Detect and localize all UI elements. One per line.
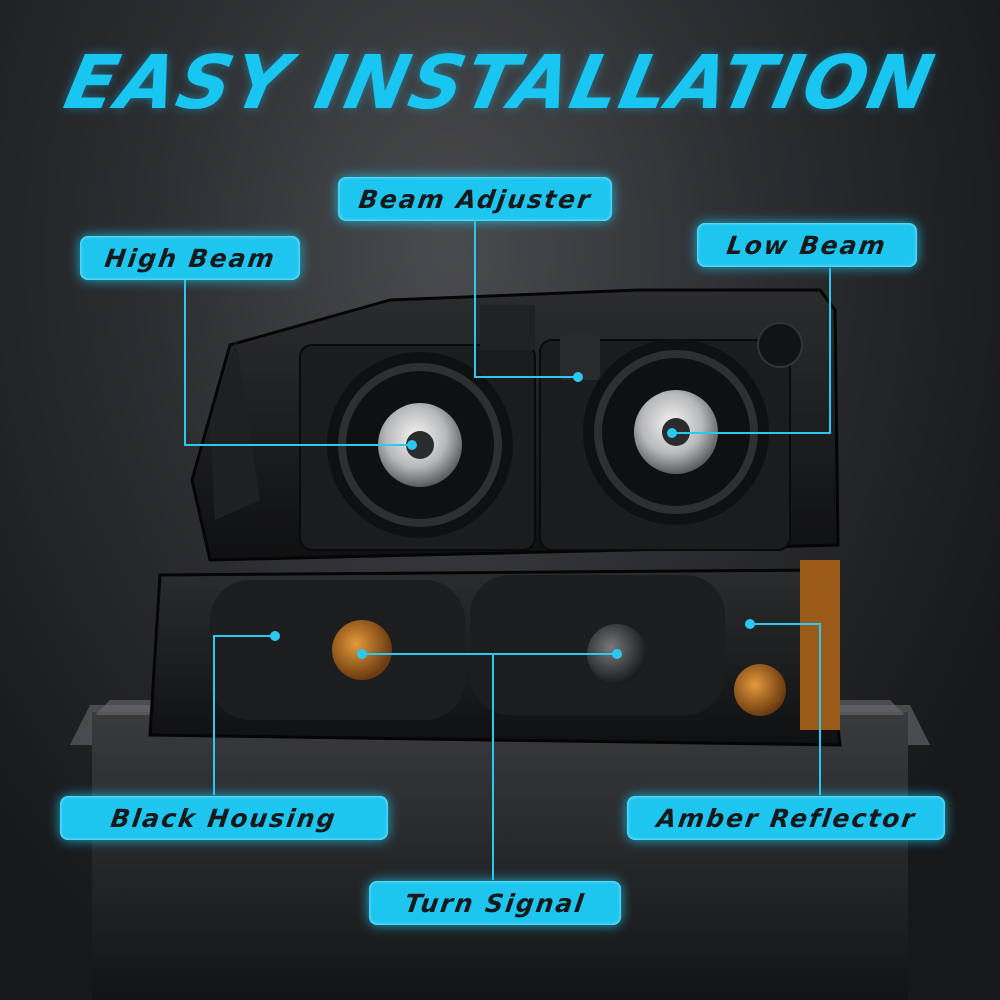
black-housing-callout: Black Housing [60, 796, 388, 840]
low-beam-label: Low Beam [725, 230, 889, 260]
high-beam-label: High Beam [102, 243, 278, 273]
amber-reflector-label: Amber Reflector [654, 803, 918, 833]
turn-signal-callout: Turn Signal [369, 881, 621, 925]
black-housing-label: Black Housing [109, 803, 339, 833]
high-beam-callout: High Beam [80, 236, 300, 280]
callout-dots [270, 372, 755, 659]
beam-adjuster-label: Beam Adjuster [356, 184, 594, 214]
high-beam-lamp [327, 352, 513, 538]
page-title: EASY INSTALLATION [57, 40, 943, 126]
low-beam-callout: Low Beam [697, 223, 917, 267]
amber-reflector-callout: Amber Reflector [627, 796, 945, 840]
beam-adjuster-callout: Beam Adjuster [338, 177, 612, 221]
signal-housing [148, 560, 842, 747]
callout-leaders [184, 220, 831, 880]
turn-signal-label: Turn Signal [402, 888, 588, 918]
